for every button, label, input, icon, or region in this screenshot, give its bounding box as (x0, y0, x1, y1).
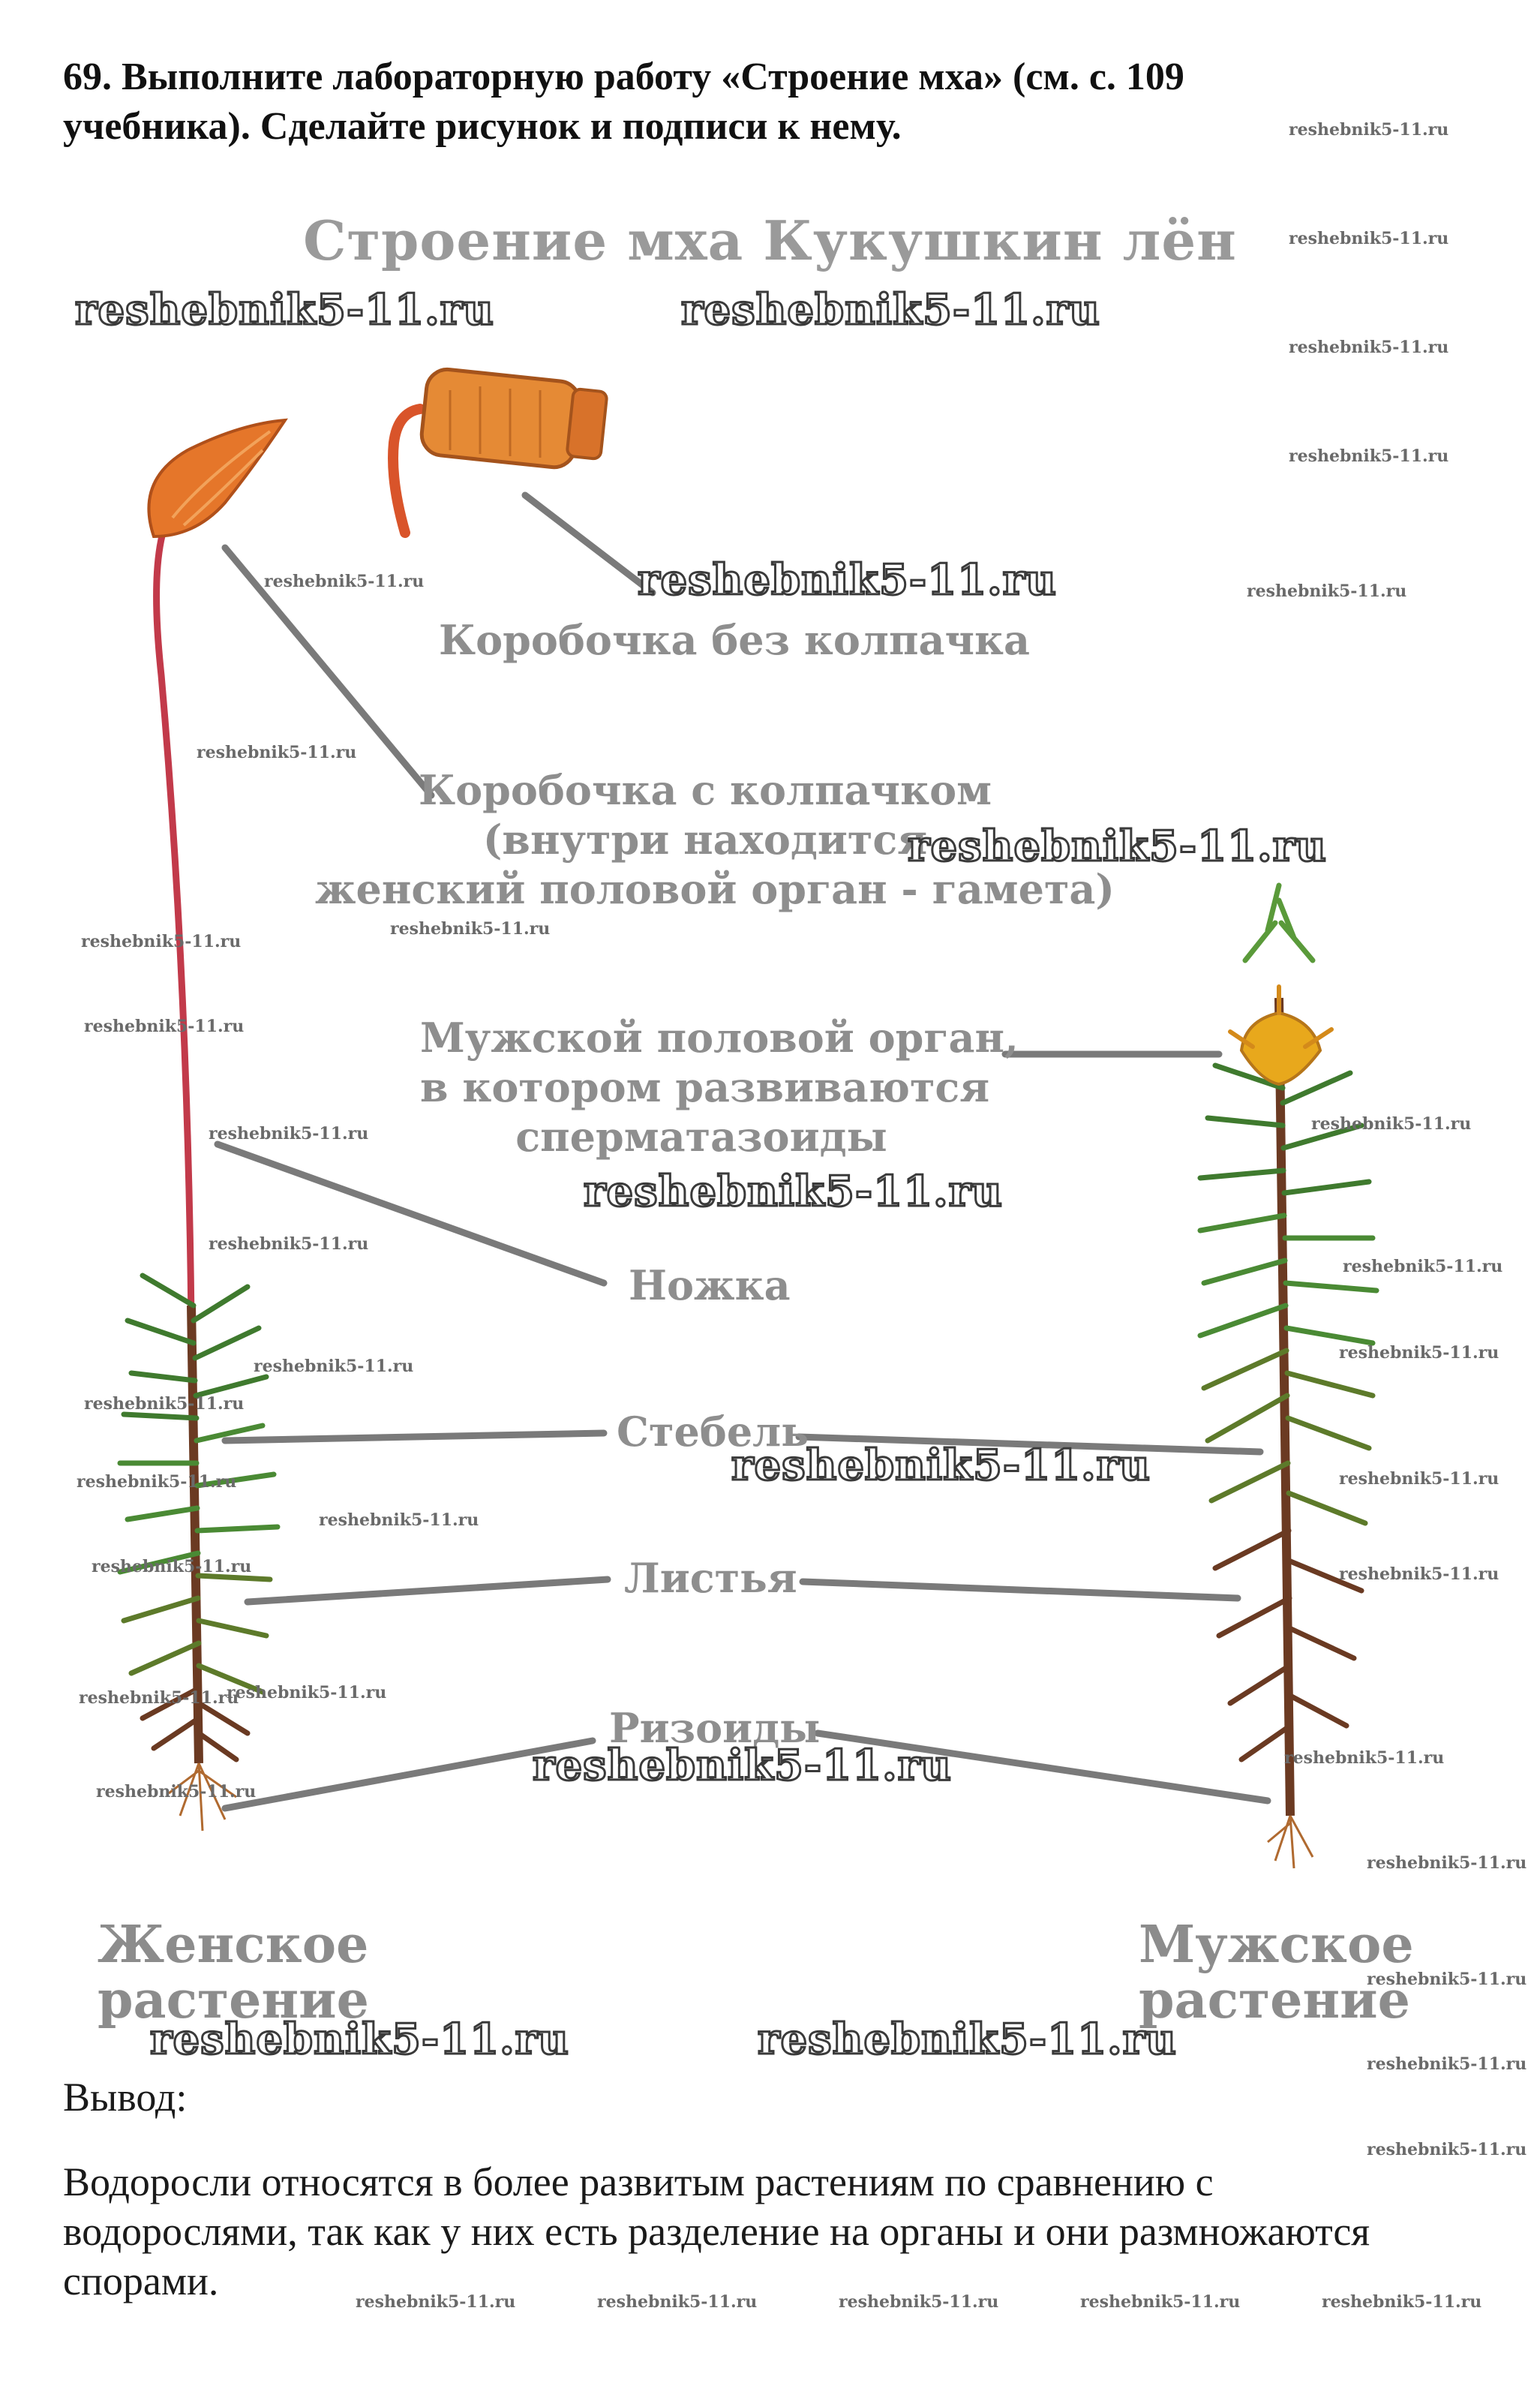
watermark: reshebnik5-11.ru (149, 2014, 570, 2066)
leader-leaves-left (244, 1576, 611, 1606)
conclusion-line-2: водорослями, так как у них есть разделен… (63, 2209, 1370, 2254)
watermark: reshebnik5-11.ru (209, 1124, 369, 1143)
watermark: reshebnik5-11.ru (597, 2292, 758, 2312)
leader-stem-left (221, 1429, 608, 1444)
female-stalk (153, 524, 195, 1321)
watermark: reshebnik5-11.ru (1080, 2292, 1241, 2312)
watermark: reshebnik5-11.ru (1343, 1257, 1503, 1276)
watermark: reshebnik5-11.ru (81, 932, 242, 951)
watermark: reshebnik5-11.ru (1339, 1343, 1499, 1363)
leader-capsule-no-cap (521, 491, 656, 596)
watermark: reshebnik5-11.ru (731, 1440, 1151, 1492)
male-stem (1274, 997, 1295, 1817)
label-stem: Стебель (617, 1408, 809, 1456)
conclusion-heading: Вывод: (63, 2075, 188, 2120)
watermark: reshebnik5-11.ru (1289, 229, 1449, 248)
watermark: reshebnik5-11.ru (1367, 1970, 1527, 1989)
watermark: reshebnik5-11.ru (92, 1557, 252, 1576)
watermark: reshebnik5-11.ru (1247, 581, 1407, 601)
capsule-cap-line-2: (внутри находится (482, 816, 928, 864)
female-capsule-cap (147, 418, 288, 539)
watermark: reshebnik5-11.ru (84, 1394, 245, 1414)
conclusion-text: Водоросли относятся в более развитым рас… (63, 2157, 1511, 2306)
watermark: reshebnik5-11.ru (96, 1782, 257, 1802)
label-male-organ: Мужской половой орган, в котором развива… (420, 1013, 1019, 1161)
watermark: reshebnik5-11.ru (197, 743, 357, 762)
watermark: reshebnik5-11.ru (1322, 2292, 1482, 2312)
leader-rhizoids-right (814, 1729, 1271, 1805)
watermark: reshebnik5-11.ru (1289, 446, 1449, 466)
conclusion-line-3: спорами. (63, 2258, 219, 2303)
watermark: reshebnik5-11.ru (757, 2014, 1178, 2066)
task-line-1: 69. Выполните лабораторную работу «Строе… (63, 56, 1184, 98)
watermark: reshebnik5-11.ru (227, 1683, 387, 1702)
watermark: reshebnik5-11.ru (319, 1510, 479, 1530)
watermark: reshebnik5-11.ru (1289, 120, 1449, 140)
leader-stalk (214, 1140, 608, 1287)
diagram-title: Строение мха Кукушкин лён (303, 209, 1237, 272)
conclusion-line-1: Водоросли относятся в более развитым рас… (63, 2159, 1214, 2204)
male-organ-line-3: сперматазоиды (515, 1113, 887, 1161)
watermark: reshebnik5-11.ru (680, 284, 1101, 336)
female-plant-line-2: растение (98, 1970, 369, 2030)
watermark: reshebnik5-11.ru (74, 284, 495, 336)
watermark: reshebnik5-11.ru (1367, 2140, 1527, 2159)
capsule-cap-line-1: Коробочка с колпачком (419, 766, 992, 814)
male-rhizoids (1267, 1815, 1314, 1869)
watermark: reshebnik5-11.ru (254, 1357, 414, 1376)
male-plant (1197, 882, 1379, 1869)
label-stalk: Ножка (629, 1261, 791, 1309)
leader-rhizoids-left (221, 1737, 596, 1812)
capsule-cap-line-3: женский половой орган - гамета) (315, 865, 1115, 913)
watermark: reshebnik5-11.ru (1367, 1853, 1527, 1873)
female-rhizoids (168, 1762, 237, 1832)
capsule-without-cap (388, 367, 608, 538)
watermark: reshebnik5-11.ru (1284, 1748, 1445, 1768)
watermark: reshebnik5-11.ru (532, 1740, 953, 1792)
leader-lines (214, 491, 1271, 1812)
watermark: reshebnik5-11.ru (1289, 338, 1449, 357)
female-plant-label: Женское растение (98, 1917, 369, 2028)
male-rosette (1239, 1011, 1322, 1086)
leader-capsule-cap (221, 544, 435, 799)
label-rhizoids: Ризоиды (609, 1704, 821, 1752)
female-leaves (117, 1273, 281, 1762)
task-text: 69. Выполните лабораторную работу «Строе… (63, 53, 1488, 152)
male-plant-line-1: Мужское (1139, 1915, 1414, 1975)
task-line-2: учебника). Сделайте рисунок и подписи к … (63, 105, 902, 148)
watermark: reshebnik5-11.ru (1339, 1469, 1499, 1489)
watermark: reshebnik5-11.ru (1339, 1564, 1499, 1584)
leader-leaves-right (799, 1578, 1241, 1602)
watermark: reshebnik5-11.ru (637, 554, 1058, 606)
watermark: reshebnik5-11.ru (209, 1234, 369, 1254)
watermark: reshebnik5-11.ru (583, 1166, 1004, 1218)
leader-stem-right (795, 1433, 1264, 1456)
watermark: reshebnik5-11.ru (390, 919, 551, 939)
label-capsule-with-cap: Коробочка с колпачком (внутри находится … (315, 765, 1115, 914)
watermark: reshebnik5-11.ru (84, 1017, 245, 1036)
watermark: reshebnik5-11.ru (356, 2292, 516, 2312)
label-leaves: Листья (624, 1554, 797, 1602)
watermark: reshebnik5-11.ru (1367, 2054, 1527, 2074)
watermark: reshebnik5-11.ru (1311, 1114, 1472, 1134)
female-plant (117, 418, 288, 1832)
watermark: reshebnik5-11.ru (79, 1688, 239, 1708)
watermark: reshebnik5-11.ru (907, 821, 1328, 873)
male-leaves (1197, 882, 1379, 1762)
label-capsule-no-cap: Коробочка без колпачка (439, 616, 1031, 664)
moss-illustration (117, 367, 1379, 1869)
watermark: reshebnik5-11.ru (839, 2292, 999, 2312)
male-plant-line-2: растение (1139, 1970, 1410, 2030)
male-organ-line-1: Мужской половой орган, (420, 1014, 1019, 1062)
male-plant-label: Мужское растение (1139, 1917, 1414, 2028)
female-plant-line-1: Женское (98, 1915, 369, 1975)
watermark: reshebnik5-11.ru (264, 572, 425, 591)
male-organ-line-2: в котором развиваются (420, 1063, 990, 1111)
watermark: reshebnik5-11.ru (77, 1472, 237, 1492)
